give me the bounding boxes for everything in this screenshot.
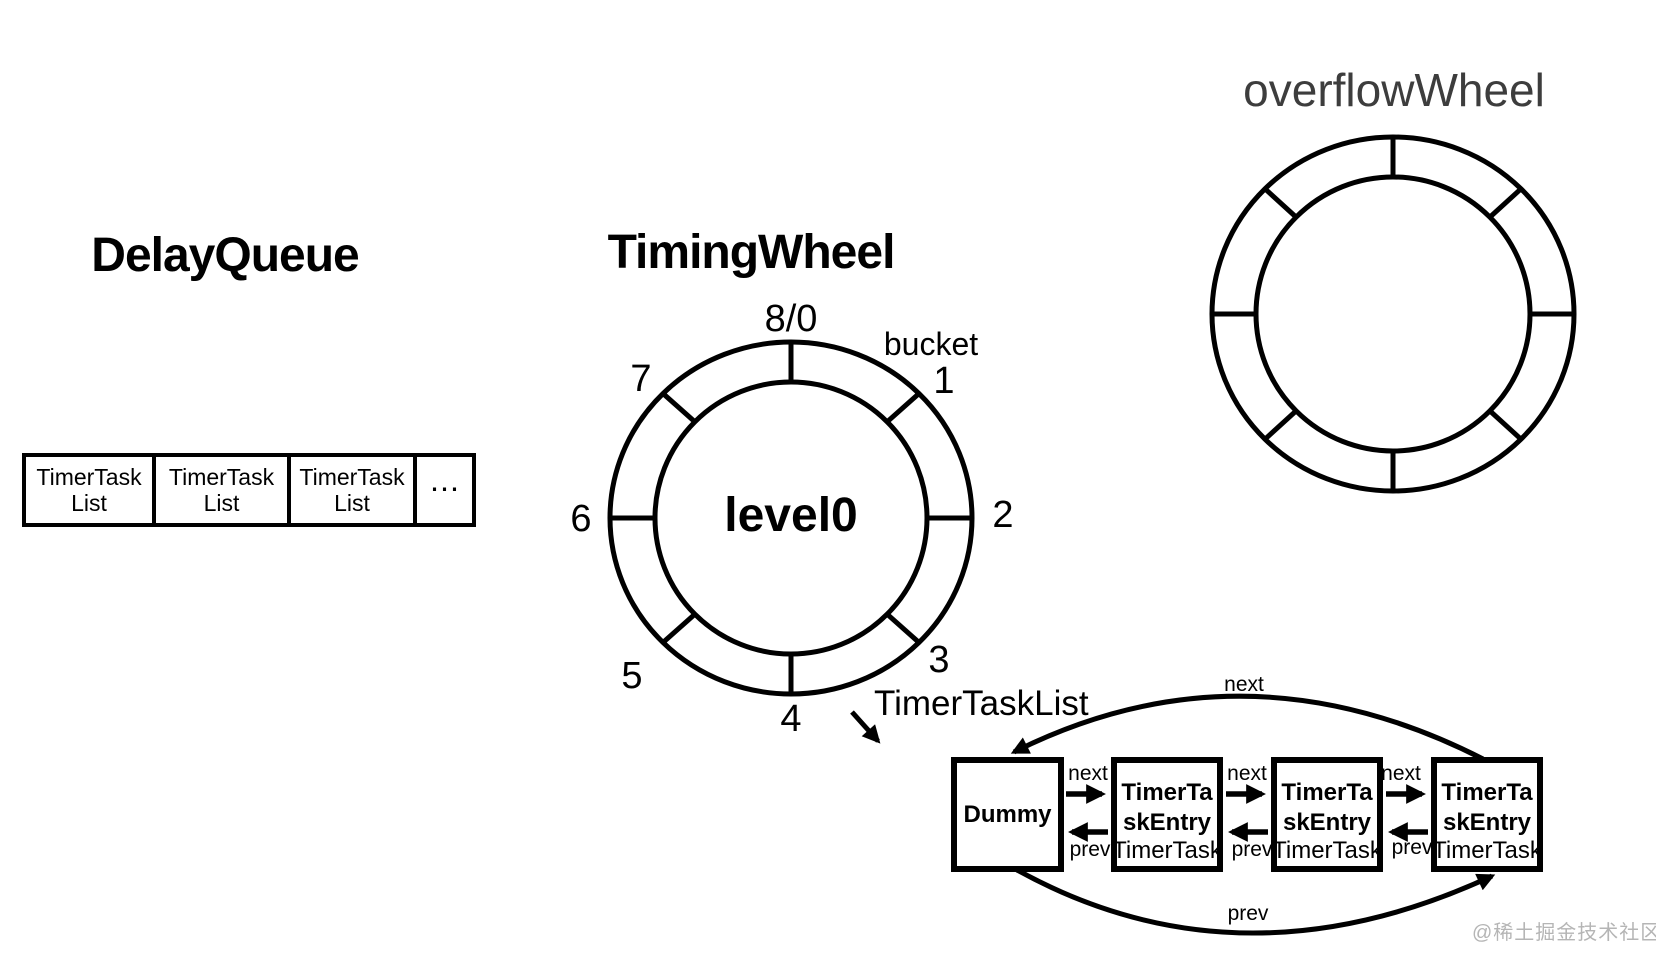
next-label: next bbox=[1227, 762, 1267, 785]
timer-task-entry-node: TimerTa skEntry TimerTask bbox=[1271, 757, 1383, 872]
timer-task-list-cell: TimerTask List bbox=[152, 457, 287, 523]
next-label: next bbox=[1381, 762, 1421, 785]
prev-label: prev bbox=[1231, 838, 1273, 861]
timer-task-list-pointer-label: TimerTaskList bbox=[874, 684, 1089, 723]
prev-curve-label: prev bbox=[1227, 902, 1269, 925]
timing-wheel-spoke bbox=[885, 391, 921, 424]
dummy-node-label: Dummy bbox=[963, 800, 1052, 828]
prev-label: prev bbox=[1391, 836, 1433, 859]
overflow-wheel-spoke bbox=[1488, 186, 1523, 219]
timer-task-list-cell: TimerTask List bbox=[287, 457, 413, 523]
entry-name-line2: skEntry bbox=[1282, 809, 1372, 836]
dummy-node: Dummy bbox=[951, 757, 1064, 872]
overflow-wheel-spoke bbox=[1263, 186, 1298, 219]
slot-label-5: 5 bbox=[621, 655, 643, 697]
entry-name-line1: TimerTa bbox=[1441, 779, 1533, 806]
entry-name-line2: skEntry bbox=[1442, 809, 1532, 836]
timer-task-list-cell-line1: TimerTask bbox=[299, 464, 405, 490]
slot-label-1: 1 bbox=[933, 360, 955, 402]
next-curve-label: next bbox=[1224, 673, 1264, 696]
delay-queue-title: DelayQueue bbox=[91, 229, 359, 282]
slot-label-7: 7 bbox=[630, 358, 652, 400]
timer-task-list-cell-line2: List bbox=[203, 490, 240, 516]
timer-task-list-cell-line1: TimerTask bbox=[168, 464, 275, 490]
timing-wheel-spoke bbox=[661, 612, 697, 645]
entry-subtitle: TimerTask bbox=[1112, 837, 1222, 864]
delay-queue-list-row: TimerTask List TimerTask List TimerTask … bbox=[22, 453, 476, 527]
slot-label-4: 4 bbox=[780, 698, 802, 740]
next-label: next bbox=[1068, 762, 1108, 785]
overflow-wheel-title: overflowWheel bbox=[1243, 64, 1545, 116]
slot-label-3: 3 bbox=[928, 639, 950, 681]
overflow-wheel-spoke bbox=[1488, 409, 1523, 442]
timer-task-list-cell-line2: List bbox=[334, 490, 370, 516]
entry-name-line1: TimerTa bbox=[1121, 779, 1213, 806]
slot-label-2: 2 bbox=[992, 494, 1014, 536]
timing-wheel-spoke bbox=[661, 391, 697, 424]
timing-wheel-spoke bbox=[885, 612, 921, 645]
overflow-wheel-spoke bbox=[1263, 409, 1298, 442]
timer-task-entry-node: TimerTa skEntry TimerTask bbox=[1431, 757, 1543, 872]
overflow-wheel-inner-circle bbox=[1253, 174, 1533, 454]
timer-task-list-cell-line2: List bbox=[71, 490, 107, 516]
overflow-wheel-outer-circle bbox=[1209, 134, 1577, 494]
slot-label-8-0: 8/0 bbox=[764, 298, 818, 340]
entry-subtitle: TimerTask bbox=[1272, 837, 1382, 864]
timer-task-list-cell-line1: TimerTask bbox=[36, 464, 142, 490]
timing-wheel-title: TimingWheel bbox=[607, 226, 896, 279]
bucket-label: bucket bbox=[883, 326, 979, 362]
timer-task-list-cell: TimerTask List bbox=[26, 457, 152, 523]
entry-name-line2: skEntry bbox=[1122, 809, 1212, 836]
slot-label-6: 6 bbox=[570, 498, 592, 540]
prev-label: prev bbox=[1069, 838, 1111, 861]
ellipsis-cell: ⋯ bbox=[413, 457, 472, 523]
watermark: @稀土掘金技术社区 bbox=[1472, 922, 1656, 944]
entry-subtitle: TimerTask bbox=[1432, 837, 1542, 864]
entry-name-line1: TimerTa bbox=[1281, 779, 1373, 806]
timer-task-entry-node: TimerTa skEntry TimerTask bbox=[1111, 757, 1223, 872]
level0-label: level0 bbox=[724, 489, 858, 542]
overflow-wheel-ring bbox=[1209, 134, 1577, 494]
